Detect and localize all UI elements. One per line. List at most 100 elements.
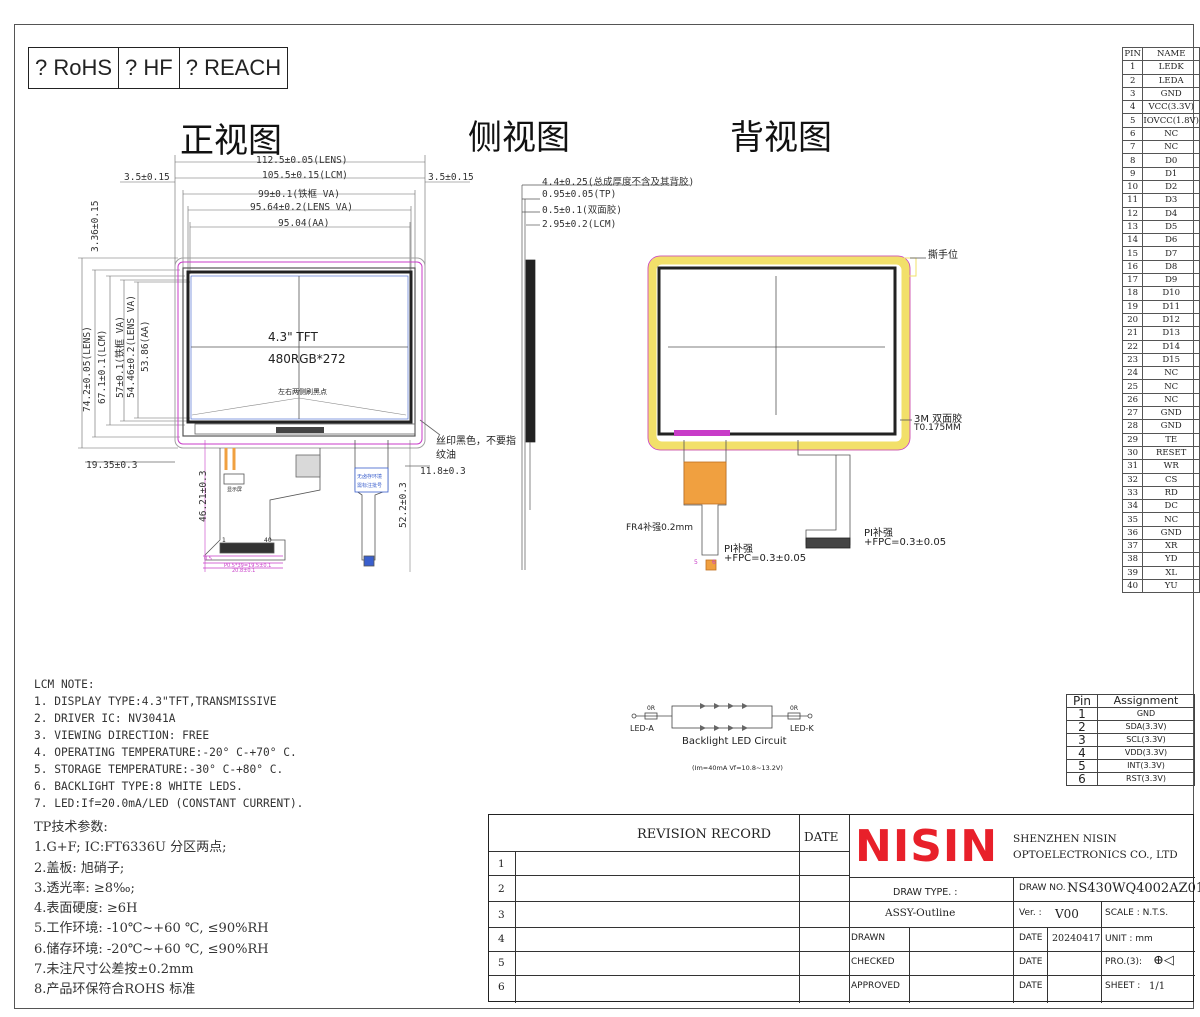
- resolution-label: 480RGB*272: [268, 352, 346, 366]
- pin-number: 6: [1121, 126, 1144, 142]
- rev-mark-5: 5: [498, 957, 505, 969]
- back-view-title: 背视图: [730, 118, 832, 158]
- rev-mark-4: 4: [498, 933, 505, 945]
- tp-note-item: 5.工作环境: -10℃~+60 ℃, ≤90%RH: [34, 921, 269, 937]
- lcm-note-item: 2. DRIVER IC: NV3041A: [34, 712, 176, 725]
- pin-number: 21: [1121, 326, 1144, 341]
- pin-name: GND: [1142, 86, 1200, 102]
- pin-number: 22: [1121, 339, 1144, 354]
- pin-number: 10: [1121, 179, 1144, 195]
- resistor-right: 0R: [790, 705, 798, 712]
- drawn-date-value: 20240417: [1052, 933, 1101, 944]
- pin-number: 37: [1121, 538, 1144, 554]
- company-name-2: OPTOELECTRONICS CO., LTD: [1013, 849, 1178, 861]
- side-dim-tape: 0.5±0.1(双面胶): [542, 205, 622, 216]
- pin-name: NC: [1142, 140, 1200, 155]
- pin-number: 19: [1121, 299, 1144, 314]
- tp-notes-title: TP技术参数:: [34, 820, 108, 835]
- lcm-notes-title: LCM NOTE:: [34, 678, 95, 691]
- pin-number: 29: [1121, 432, 1144, 447]
- lcm-note-item: 6. BACKLIGHT TYPE:8 WHITE LEDS.: [34, 780, 243, 793]
- pin-name: NC: [1142, 379, 1200, 394]
- pin-number: 39: [1121, 565, 1144, 580]
- pin-name: YU: [1142, 578, 1200, 594]
- ver-label: Ver. :: [1019, 908, 1042, 918]
- pin-name: D11: [1142, 299, 1200, 314]
- pin-number: 25: [1121, 379, 1144, 394]
- dim-right-offset: 3.5±0.15: [428, 172, 474, 183]
- pin-name: D13: [1142, 326, 1200, 341]
- pin-number: 9: [1121, 166, 1144, 181]
- pin-number: 3: [1121, 86, 1144, 102]
- pin-name: D6: [1142, 233, 1200, 248]
- led-circuit-label: Backlight LED Circuit: [682, 736, 787, 747]
- draw-no-label: DRAW NO. :: [1019, 883, 1072, 893]
- fpc-dim-3: 20.8±0.1: [232, 568, 256, 574]
- tp-note-item: 3.透光率: ≥8‰;: [34, 880, 135, 896]
- pin-number: 18: [1121, 286, 1144, 301]
- pi-fpc-1: +FPC=0.3±0.05: [724, 553, 807, 564]
- fpc-pin-40: 40: [264, 537, 272, 544]
- tp-assign-header: Assignment: [1097, 694, 1195, 708]
- dim-46: 46.21±0.3: [198, 470, 209, 522]
- draw-type-label: DRAW TYPE. :: [893, 887, 958, 898]
- pin-number: 30: [1121, 445, 1144, 461]
- dim-left-offset: 3.5±0.15: [124, 172, 170, 183]
- pin-name: IOVCC(1.8V): [1142, 113, 1200, 128]
- pin-number: 24: [1121, 366, 1144, 381]
- tp-pin-assignment: VDD(3.3V): [1097, 746, 1195, 760]
- dim-frame-va-width: 99±0.1(铁框 VA): [258, 189, 340, 200]
- certification-boxes: ? RoHS ? HF ? REACH: [28, 47, 289, 89]
- pin-number: 16: [1121, 259, 1144, 275]
- pin-number: 27: [1121, 406, 1144, 421]
- pin-number: 15: [1121, 246, 1144, 261]
- tp-note-item: 7.未注尺寸公差按±0.2mm: [34, 962, 194, 978]
- projection-label: PRO.(3):: [1105, 957, 1143, 967]
- tp-note-item: 1.G+F; IC:FT6336U 分区两点;: [34, 840, 227, 856]
- dim-52: 52.2±0.3: [398, 482, 409, 528]
- rev-mark-2: 2: [498, 883, 505, 895]
- pin-name: D0: [1142, 153, 1200, 168]
- drawn-label: DRAWN: [851, 933, 886, 943]
- pin-name: XR: [1142, 538, 1200, 554]
- pin-number: 31: [1121, 459, 1144, 474]
- dim-lcm-height: 67.1±0.1(LCM): [97, 329, 108, 404]
- dim-lens-va-height: 54.46±0.2(LENS VA): [126, 295, 137, 398]
- pin-number: 40: [1121, 578, 1144, 594]
- lcm-note-item: 4. OPERATING TEMPERATURE:-20° C-+70° C.: [34, 746, 297, 759]
- pin-name: GND: [1142, 525, 1200, 540]
- pin-name: D9: [1142, 273, 1200, 288]
- tp-pin-number: 5: [1066, 759, 1098, 773]
- dim-lens-height: 74.2±0.05(LENS): [82, 326, 93, 412]
- resistor-left: 0R: [647, 705, 655, 712]
- tp-pin-number: 2: [1066, 720, 1098, 734]
- dim-aa-width: 95.04(AA): [278, 218, 330, 229]
- pin-number: 20: [1121, 312, 1144, 328]
- pin-number: 8: [1121, 153, 1144, 168]
- pin-name: D8: [1142, 259, 1200, 275]
- pin-number: 12: [1121, 206, 1144, 221]
- tp-pin-assignment: SCL(3.3V): [1097, 733, 1195, 747]
- pin-name: NC: [1142, 512, 1200, 527]
- pin-5-label: 5: [694, 559, 698, 566]
